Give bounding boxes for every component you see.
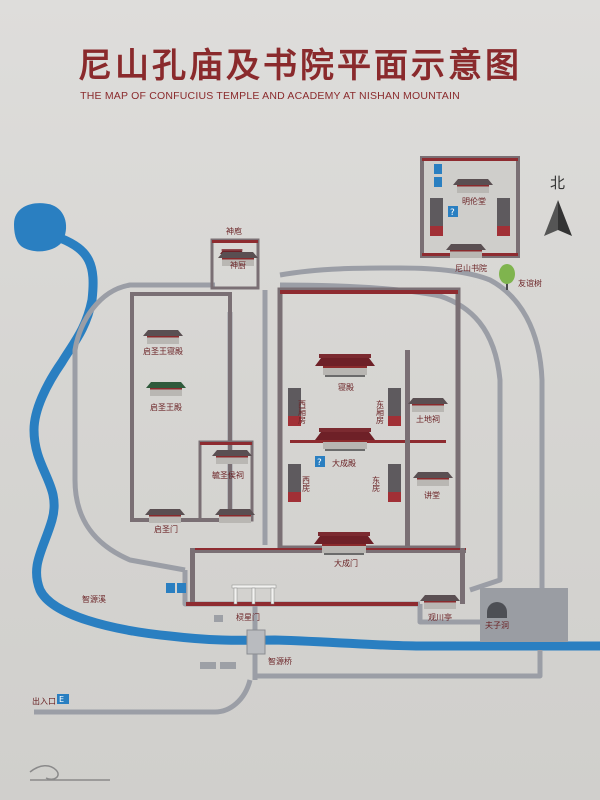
label-dacheng-men: 大成门 <box>334 558 358 568</box>
svg-text:E: E <box>59 695 64 704</box>
label-xi-xiangfang: 西厢房 <box>298 400 307 425</box>
restroom-icon <box>166 583 186 593</box>
qishengwang-qindian-hall <box>143 330 183 344</box>
label-chu-ru-kou: 出入口 <box>32 696 56 706</box>
academy-west-wing <box>430 198 443 236</box>
info-icon: ? <box>448 206 458 218</box>
info-icon: ? <box>315 456 325 468</box>
west-wu <box>288 464 301 502</box>
qishengwang-dian-hall <box>146 382 186 396</box>
label-qishengmen: 启圣门 <box>154 524 178 534</box>
map-title-cn: 尼山孔庙及书院平面示意图 <box>78 46 522 86</box>
label-dong-xiangfang: 东厢房 <box>376 399 385 425</box>
academy-east-wing <box>497 198 510 236</box>
qisheng-side-gate <box>215 509 255 523</box>
label-qishengwang-qindian: 启圣王寝殿 <box>143 346 183 356</box>
label-lingxing-men: 棂星门 <box>236 612 260 622</box>
qindian-hall <box>315 354 375 377</box>
jiangtang-hall <box>413 472 453 486</box>
label-shenchu: 神厨 <box>230 260 246 270</box>
cave-icon <box>487 602 507 618</box>
compass-arrow-icon <box>544 200 572 236</box>
decorative-scroll <box>29 765 110 781</box>
dacheng-hall <box>315 428 375 451</box>
yusheng-hall <box>212 450 252 464</box>
label-dacheng-dian: 大成殿 <box>332 458 356 468</box>
label-yushenghou-ci: 毓圣侯祠 <box>212 470 244 480</box>
tree-icon <box>499 264 515 290</box>
svg-text:?: ? <box>450 208 455 218</box>
label-jiangtang: 讲堂 <box>424 490 440 500</box>
label-dong-wu: 东庑 <box>372 475 381 493</box>
label-xi-wu: 西庑 <box>302 476 311 493</box>
map-title-en: THE MAP OF CONFUCIUS TEMPLE AND ACADEMY … <box>80 90 460 102</box>
restroom-icon <box>434 164 442 187</box>
label-zhiyuan-xi: 智源溪 <box>82 594 106 604</box>
river-pavilions <box>200 615 236 669</box>
label-qishengwang-dian: 启圣王殿 <box>150 402 182 412</box>
east-wu <box>388 464 401 502</box>
label-minglun-tang: 明伦堂 <box>462 196 486 206</box>
label-shenpao: 神庖 <box>226 226 242 236</box>
lingxing-gate-archway <box>231 584 277 605</box>
tudi-shrine <box>408 398 448 412</box>
label-qindian: 寝殿 <box>338 382 354 392</box>
dacheng-gate <box>314 532 374 555</box>
label-fuzi-dong: 夫子洞 <box>485 620 509 630</box>
qisheng-gate <box>145 509 185 523</box>
academy-gate <box>446 244 486 258</box>
pond <box>14 203 67 252</box>
guanchuan-pavilion <box>420 595 460 609</box>
exit-icon: E <box>57 694 69 704</box>
minglun-hall <box>453 179 493 193</box>
label-zhiyuan-qiao: 智源桥 <box>268 656 292 666</box>
compass-north-label: 北 <box>550 174 565 192</box>
zhiyuan-bridge <box>246 629 266 655</box>
east-wing-north <box>388 388 401 426</box>
label-nishan-shuyuan: 尼山书院 <box>455 263 487 273</box>
label-guanchuan-ting: 观川亭 <box>428 612 452 622</box>
svg-text:?: ? <box>317 458 322 468</box>
label-tudi-ci: 土地祠 <box>416 414 440 424</box>
label-youyi-shu: 友谊树 <box>518 278 542 288</box>
